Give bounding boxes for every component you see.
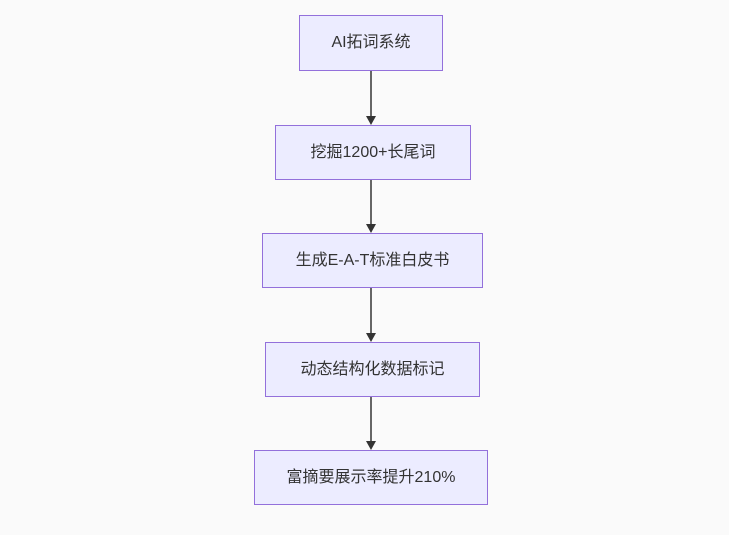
node-label: 动态结构化数据标记	[300, 360, 445, 378]
flow-arrow-4	[366, 397, 376, 450]
node-label: 富摘要展示率提升210%	[286, 468, 456, 486]
node-label: 生成E-A-T标准白皮书	[295, 251, 450, 269]
flowchart-node-eat-whitepaper: 生成E-A-T标准白皮书	[262, 233, 483, 288]
flow-arrow-1	[366, 71, 376, 125]
flow-arrow-3	[366, 288, 376, 342]
flowchart-node-longtail-mining: 挖掘1200+长尾词	[275, 125, 471, 180]
node-label: AI拓词系统	[331, 34, 411, 52]
flowchart-node-rich-snippet-uplift: 富摘要展示率提升210%	[254, 450, 488, 505]
flowchart-node-ai-keyword-system: AI拓词系统	[299, 15, 443, 71]
flow-arrow-2	[366, 180, 376, 233]
flowchart-node-structured-data-markup: 动态结构化数据标记	[265, 342, 480, 397]
node-label: 挖掘1200+长尾词	[310, 143, 436, 161]
